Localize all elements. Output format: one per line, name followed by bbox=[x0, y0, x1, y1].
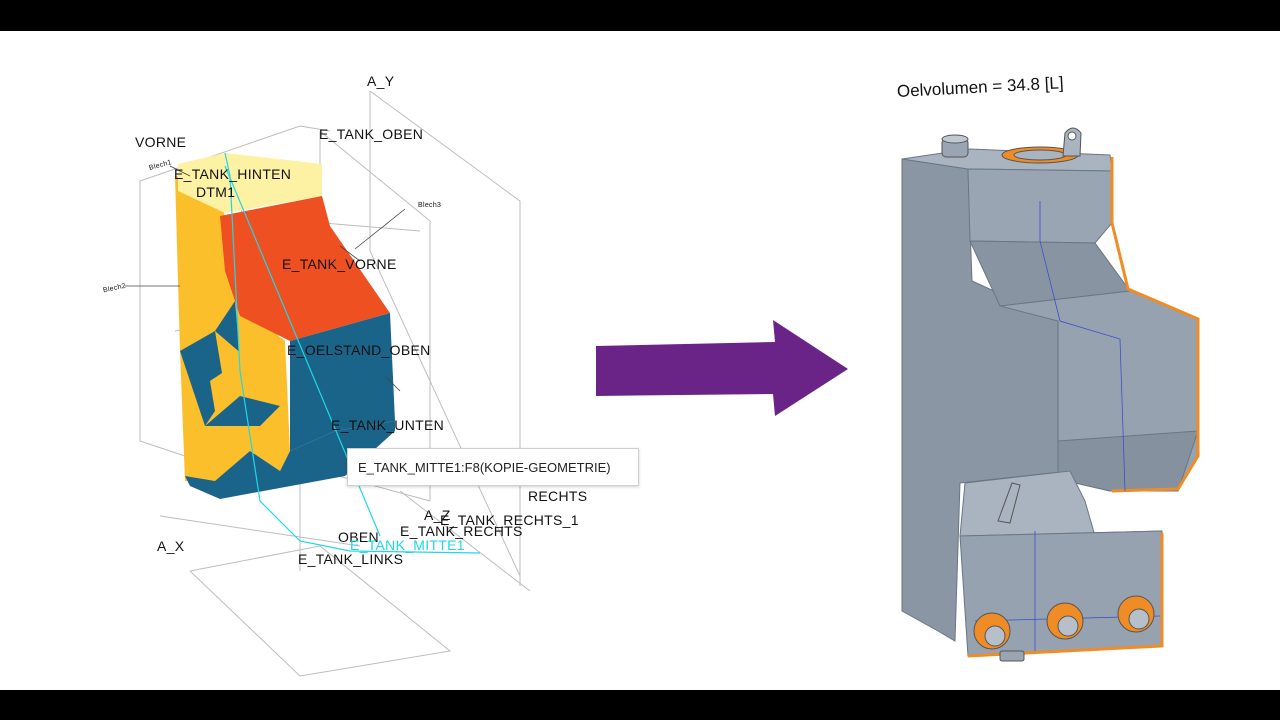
datum-label-a-z[interactable]: A_Z bbox=[424, 507, 451, 523]
tank-fittings bbox=[941, 127, 1155, 662]
drain-plug bbox=[999, 650, 1025, 662]
cad-viewport[interactable] bbox=[0, 31, 640, 690]
volume-top-face bbox=[178, 153, 322, 213]
tank-mid-lower bbox=[1057, 430, 1199, 492]
datum-label-e-tank-mitte1[interactable]: E_TANK_MITTE1 bbox=[350, 537, 465, 553]
volume-teal-face-front bbox=[185, 421, 395, 499]
datum-label-e-tank-vorne[interactable]: E_TANK_VORNE bbox=[282, 256, 397, 272]
datum-label-rechts[interactable]: RECHTS bbox=[528, 488, 588, 504]
right-arrow-icon bbox=[596, 320, 848, 416]
volume-teal-stripes bbox=[180, 301, 240, 426]
top-letterbox-bar bbox=[0, 0, 1280, 31]
vent-bracket bbox=[997, 482, 1021, 524]
preselection-tooltip: E_TANK_MITTE1:F8(KOPIE-GEOMETRIE) bbox=[347, 448, 639, 486]
volume-body bbox=[175, 153, 395, 499]
datum-label-e-tank-hinten[interactable]: E_TANK_HINTEN bbox=[174, 166, 292, 182]
datum-label-dtm1[interactable]: DTM1 bbox=[196, 184, 236, 200]
datum-label-e-tank-links[interactable]: E_TANK_LINKS bbox=[298, 551, 404, 567]
volume-teal-face-right bbox=[290, 313, 395, 451]
screen-content: A_Y VORNE E_TANK_OBEN Blech1 E_TANK_HINT… bbox=[0, 31, 1280, 690]
bottom-letterbox-bar bbox=[0, 690, 1280, 720]
tank-orange-edges bbox=[967, 157, 1200, 658]
datum-label-oben[interactable]: OBEN bbox=[338, 529, 379, 545]
datum-label-e-oelstand-oben[interactable]: E_OELSTAND_OBEN bbox=[287, 342, 431, 358]
volume-red-face bbox=[220, 196, 390, 341]
datum-label-a-x[interactable]: A_X bbox=[157, 538, 185, 554]
tank-model-view[interactable] bbox=[880, 111, 1220, 671]
leader-lines bbox=[125, 165, 406, 392]
datum-label-a-y[interactable]: A_Y bbox=[367, 73, 395, 89]
datum-label-e-tank-rechts-1[interactable]: E_TANK_RECHTS_1 bbox=[440, 512, 579, 528]
tank-body bbox=[901, 148, 1199, 657]
datum-label-e-tank-unten[interactable]: E_TANK_UNTEN bbox=[331, 417, 445, 433]
datum-label-blech3[interactable]: Blech3 bbox=[418, 202, 442, 209]
mounting-lug bbox=[1062, 127, 1082, 157]
oil-volume-label: Oelvolumen = 34.8 [L] bbox=[896, 73, 1065, 101]
datum-label-e-tank-oben[interactable]: E_TANK_OBEN bbox=[319, 126, 424, 142]
datum-label-vorne[interactable]: VORNE bbox=[135, 134, 187, 150]
datum-label-e-tank-rechts[interactable]: E_TANK_RECHTS bbox=[400, 523, 523, 539]
